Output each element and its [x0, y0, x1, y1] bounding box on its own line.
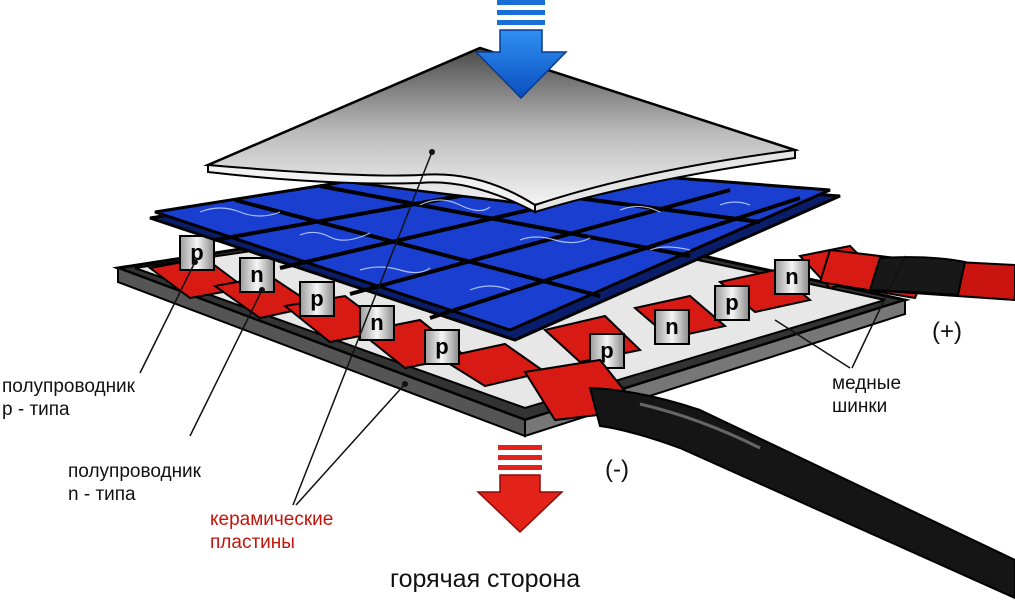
- semiconductor-leg-n: n: [775, 260, 809, 294]
- leg-letter: p: [725, 290, 738, 315]
- semiconductor-leg-n: n: [240, 258, 274, 292]
- n-type-label-line1: полупроводник: [68, 460, 201, 483]
- semiconductor-leg-n: n: [655, 310, 689, 344]
- leg-letter: n: [370, 310, 383, 335]
- semiconductor-leg-p: p: [300, 282, 334, 316]
- p-type-label-line1: полупроводник: [2, 375, 135, 398]
- semiconductor-leg-p: p: [425, 330, 459, 364]
- p-type-label-line2: p - типа: [2, 398, 135, 421]
- n-type-label-line2: n - типа: [68, 483, 201, 506]
- n-type-label: полупроводник n - типа: [68, 460, 201, 506]
- positive-terminal-label: (+): [932, 320, 962, 343]
- leg-letter: n: [665, 314, 678, 339]
- p-type-label: полупроводник p - типа: [2, 375, 135, 421]
- leg-letter: p: [310, 286, 323, 311]
- leg-letter: p: [435, 334, 448, 359]
- ceramic-label-line1: керамические: [210, 508, 333, 531]
- hot-side-title: горячая сторона: [390, 568, 580, 591]
- semiconductor-leg-p: p: [180, 236, 214, 270]
- negative-terminal-label: (-): [605, 458, 629, 481]
- leg-letter: n: [785, 264, 798, 289]
- hot-side-arrow-icon: [478, 445, 562, 532]
- leg-letter: n: [250, 262, 263, 287]
- leg-letter: p: [600, 338, 613, 363]
- copper-label-line1: медные: [832, 372, 901, 395]
- semiconductor-leg-p: p: [715, 286, 749, 320]
- negative-wire: [525, 360, 1015, 598]
- ceramic-label-line2: пластины: [210, 531, 333, 554]
- ceramic-plates-label: керамические пластины: [210, 508, 333, 554]
- copper-bus-label: медные шинки: [832, 372, 901, 418]
- copper-label-line2: шинки: [832, 395, 901, 418]
